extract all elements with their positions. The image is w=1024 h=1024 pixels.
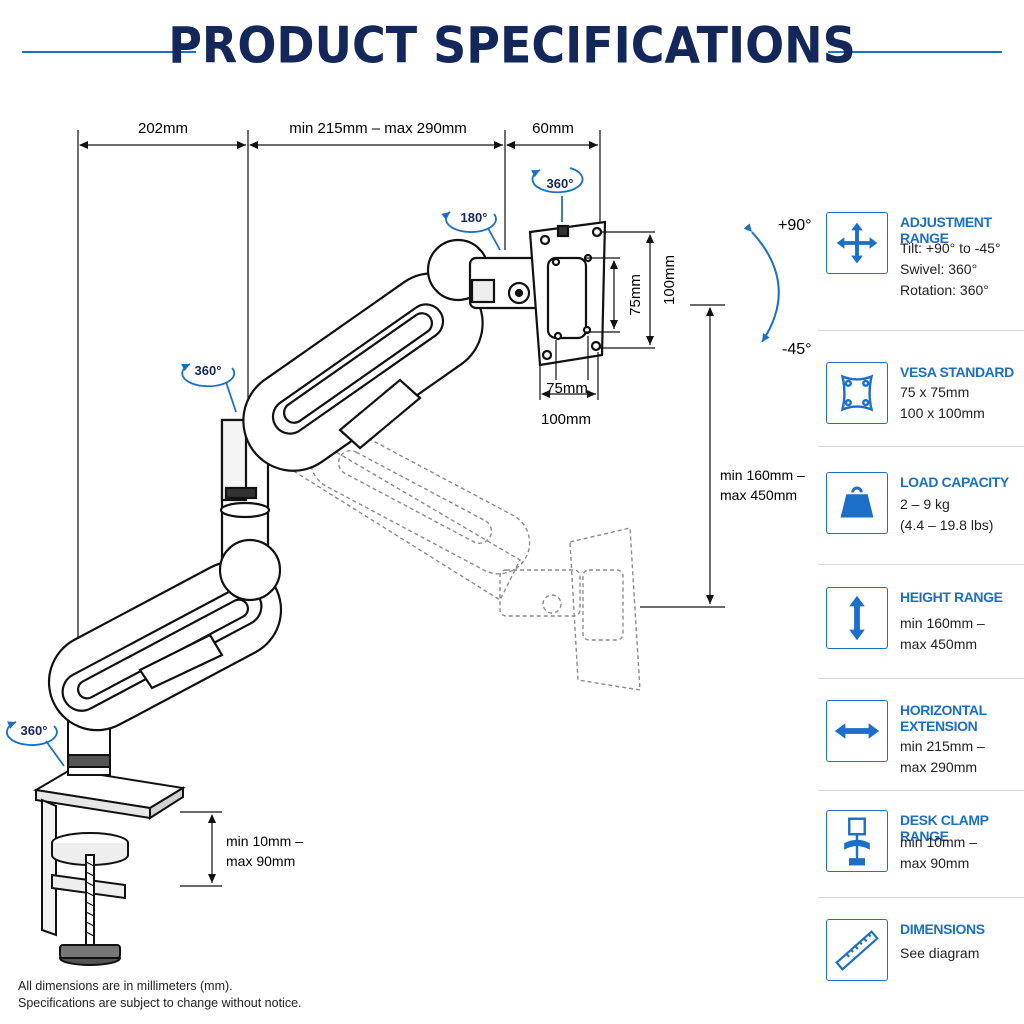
spec-line: min 10mm – xyxy=(900,834,978,850)
spec-title: LOAD CAPACITY xyxy=(900,474,1009,490)
vesa-width-75: 75mm xyxy=(546,380,588,397)
spec-line: Tilt: +90° to -45° xyxy=(900,240,1001,256)
clamp-range-line1: min 10mm – xyxy=(226,833,303,849)
spec-line: max 90mm xyxy=(900,855,970,871)
divider xyxy=(818,790,1024,791)
spec-line: max 450mm xyxy=(900,636,978,652)
vesa-width-100: 100mm xyxy=(541,411,591,428)
divider xyxy=(818,678,1024,679)
horizontal-arrow-icon xyxy=(826,700,888,762)
divider xyxy=(818,330,1024,331)
rotation-badge-joint xyxy=(441,211,501,251)
tilt-arc xyxy=(743,223,780,343)
spec-body: See diagram xyxy=(900,943,979,964)
divider xyxy=(818,564,1024,565)
vesa-height-75: 75mm xyxy=(627,274,644,316)
clamp-dimension xyxy=(180,811,222,887)
rotation-badge-head xyxy=(531,167,584,222)
ruler-icon xyxy=(826,919,888,981)
tilt-down-label: -45° xyxy=(782,341,812,358)
spec-body: Tilt: +90° to -45° Swivel: 360° Rotation… xyxy=(900,238,1001,301)
spec-body: min 160mm – max 450mm xyxy=(900,613,985,655)
top-dimensions xyxy=(77,130,601,640)
spec-title: HORIZONTAL EXTENSION xyxy=(900,702,987,734)
divider xyxy=(818,446,1024,447)
rotation-badge-elbow xyxy=(181,363,237,413)
vesa-plate xyxy=(528,220,607,367)
spec-title: ADJUSTMENT RANGE xyxy=(900,214,992,246)
spec-title: VESA STANDARD xyxy=(900,364,1014,380)
rotation-joint-label: 180° xyxy=(461,210,488,225)
move-arrows-icon xyxy=(826,212,888,274)
footnote-line1: All dimensions are in millimeters (mm). xyxy=(18,979,233,993)
spec-line: (4.4 – 19.8 lbs) xyxy=(900,517,994,533)
lower-arm xyxy=(47,560,283,732)
divider xyxy=(818,897,1024,898)
spec-title: DIMENSIONS xyxy=(900,921,985,937)
spec-line: Rotation: 360° xyxy=(900,282,989,298)
weight-icon xyxy=(826,472,888,534)
header-rule-left xyxy=(22,51,196,53)
spec-body: 2 – 9 kg (4.4 – 19.8 lbs) xyxy=(900,494,993,536)
vertical-arrow-icon xyxy=(826,587,888,649)
spec-body: 75 x 75mm 100 x 100mm xyxy=(900,382,985,424)
tilt-head xyxy=(468,256,544,310)
tilt-up-label: +90° xyxy=(778,217,812,234)
central-column xyxy=(218,418,282,602)
rotation-head-label: 360° xyxy=(547,176,574,191)
dim-arm-extension: min 215mm – max 290mm xyxy=(289,120,467,137)
footnote-line2: Specifications are subject to change wit… xyxy=(18,996,302,1010)
spec-title: DESK CLAMP RANGE xyxy=(900,812,989,844)
footnote: All dimensions are in millimeters (mm). … xyxy=(18,978,302,1012)
height-range-line2: max 450mm xyxy=(720,487,797,503)
height-range-line1: min 160mm – xyxy=(720,467,805,483)
header-rule-right xyxy=(828,51,1002,53)
spec-line: max 290mm xyxy=(900,759,978,775)
vesa-dimensions xyxy=(539,231,655,400)
dim-head-depth: 60mm xyxy=(532,120,574,137)
vesa-plate-icon xyxy=(826,362,888,424)
dim-base-to-pole: 202mm xyxy=(138,120,188,137)
spec-line: See diagram xyxy=(900,945,980,961)
spec-line: 100 x 100mm xyxy=(900,405,985,421)
clamp-range-line2: max 90mm xyxy=(226,853,295,869)
height-dimension xyxy=(640,304,725,608)
page-title: PRODUCT SPECIFICATIONS xyxy=(168,15,856,75)
spec-line: 2 – 9 kg xyxy=(900,496,950,512)
spec-body: min 10mm – max 90mm xyxy=(900,832,977,874)
spec-line: min 160mm – xyxy=(900,615,985,631)
spec-title: HEIGHT RANGE xyxy=(900,589,1003,605)
vesa-height-100: 100mm xyxy=(661,255,678,305)
rotation-base-label: 360° xyxy=(21,723,48,738)
desk-clamp xyxy=(33,768,186,966)
rotation-elbow-label: 360° xyxy=(195,363,222,378)
upper-arm xyxy=(242,238,490,472)
spec-line: Swivel: 360° xyxy=(900,261,978,277)
spec-line: min 215mm – xyxy=(900,738,985,754)
spec-body: min 215mm – max 290mm xyxy=(900,736,985,778)
clamp-icon xyxy=(826,810,888,872)
rotation-badge-base xyxy=(6,721,65,767)
spec-line: 75 x 75mm xyxy=(900,384,970,400)
